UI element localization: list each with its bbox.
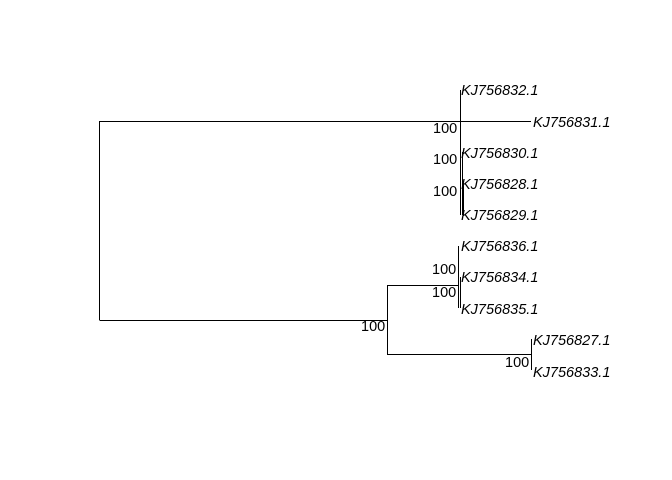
support-label: 100 <box>432 262 456 278</box>
support-label: 100 <box>505 355 529 371</box>
tip-label: KJ756833.1 <box>533 365 610 381</box>
support-label: 100 <box>433 184 457 200</box>
support-label: 100 <box>433 152 457 168</box>
support-label: 100 <box>432 285 456 301</box>
tree-branches <box>99 90 532 370</box>
tip-label: KJ756836.1 <box>461 239 538 255</box>
tip-label: KJ756832.1 <box>461 83 538 99</box>
support-label: 100 <box>361 319 385 335</box>
tip-label: KJ756834.1 <box>461 270 538 286</box>
tip-label: KJ756835.1 <box>461 302 538 318</box>
support-labels: 100 100 100 100 100 100 100 <box>361 121 529 371</box>
tip-label: KJ756831.1 <box>533 115 610 131</box>
tip-label: KJ756827.1 <box>533 333 610 349</box>
support-label: 100 <box>433 121 457 137</box>
tip-label: KJ756828.1 <box>461 177 538 193</box>
tip-label: KJ756830.1 <box>461 146 538 162</box>
tip-label: KJ756829.1 <box>461 208 538 224</box>
tip-labels: KJ756832.1 KJ756831.1 KJ756830.1 KJ75682… <box>461 83 610 381</box>
